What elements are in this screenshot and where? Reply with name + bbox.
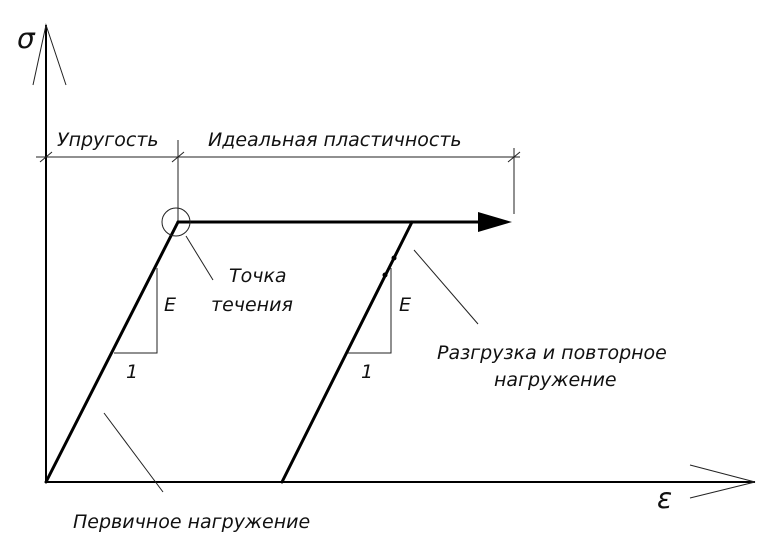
annotations: Точка течения Разгрузка и повторное нагр… — [73, 265, 667, 533]
leader-lines — [103, 235, 479, 493]
region-dimensions: Упругость Идеальная пластичность — [36, 129, 521, 222]
slope-triangle-right — [348, 268, 392, 354]
x-axis-label: ε — [657, 482, 672, 515]
slope-triangle-left — [114, 268, 158, 354]
region-label-elastic: Упругость — [57, 129, 159, 151]
plateau-arrowhead — [478, 212, 512, 232]
primary-loading-label: Первичное нагружение — [73, 511, 310, 533]
region-label-plastic: Идеальная пластичность — [208, 129, 462, 151]
y-axis-label: σ — [17, 22, 36, 55]
yield-point-circle — [161, 207, 191, 237]
yield-point-label-line2: течения — [211, 294, 293, 316]
slope-unit-left: 1 — [126, 361, 138, 383]
y-axis-arrow — [32, 23, 67, 86]
dimension-tick-start — [39, 151, 53, 163]
slope-unit-right: 1 — [361, 361, 373, 383]
leader-unload-reload — [413, 249, 479, 325]
slope-modulus-right: E — [399, 294, 411, 316]
axes: σ ε — [17, 22, 756, 515]
slope-modulus-left: E — [164, 294, 176, 316]
unload-reload-marker-upper — [391, 255, 397, 261]
stress-strain-curve — [44, 207, 512, 484]
unload-reload-line — [280, 220, 414, 484]
primary-loading-line — [44, 220, 180, 484]
slope-triangles: E 1 E 1 — [114, 268, 411, 383]
unload-reload-label-line2: нагружение — [494, 369, 617, 391]
unload-reload-label-line1: Разгрузка и повторное — [437, 342, 667, 364]
leader-primary-loading — [103, 412, 164, 493]
dimension-tick-end — [507, 151, 521, 163]
dimension-tick-yield — [171, 151, 185, 163]
x-axis-arrow — [689, 464, 756, 499]
unload-reload-marker-lower — [382, 272, 388, 278]
leader-yield-point — [185, 235, 214, 281]
yield-point-label-line1: Точка — [229, 265, 287, 287]
